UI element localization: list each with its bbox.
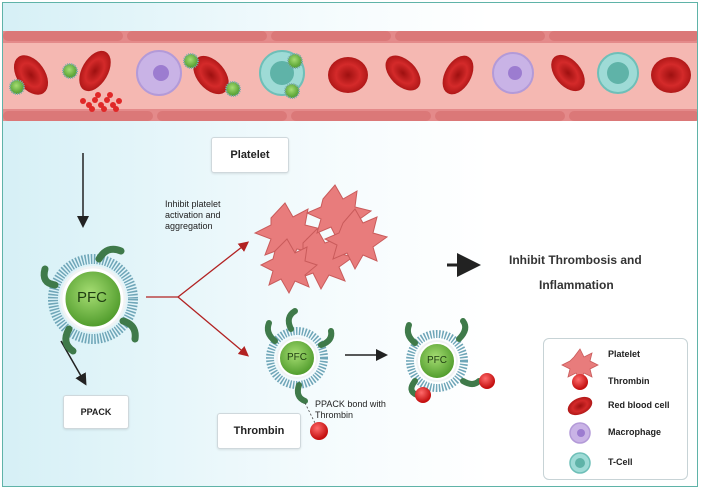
vessel-rbc: [442, 55, 474, 95]
vessel-rbc: [651, 57, 691, 93]
inhibit-thrombosis-line2: Inflammation: [539, 278, 614, 292]
red-blood-cell-icon: [567, 396, 593, 416]
vessel-macrophage: [136, 50, 534, 96]
macrophage-icon: [569, 422, 591, 444]
legend-icons: [561, 348, 599, 474]
legend-label-macrophage: Macrophage: [608, 427, 662, 437]
vessel-rbc: [328, 57, 368, 93]
pfc-nanoparticle-large: [40, 245, 139, 355]
pfc-label-right: PFC: [427, 355, 447, 366]
ppack-bond-text: PPACK bond with Thrombin: [315, 399, 386, 420]
activated-platelet-cluster: [253, 184, 389, 295]
platelet-label-box: Platelet: [211, 137, 289, 173]
t-cell-icon: [569, 452, 591, 474]
vessel-rbc: [193, 55, 229, 95]
legend: Platelet Thrombin Red blood cell Macroph…: [543, 338, 688, 480]
platelet-icon: [561, 348, 599, 382]
legend-label-thrombin: Thrombin: [608, 376, 650, 386]
legend-label-platelet: Platelet: [608, 349, 641, 359]
thrombin-molecule: [304, 402, 328, 440]
pfc-nanoparticle-with-thrombin: [404, 318, 495, 403]
vessel-red-blood-cells: [13, 50, 691, 95]
diagram-frame: PFC PFC PFC Platelet PPACK Thrombin Inhi…: [2, 2, 698, 487]
ppack-label-box: PPACK: [63, 395, 129, 429]
pfc-nanoparticle-middle: [264, 308, 335, 404]
legend-label-red-blood-cell: Red blood cell: [608, 400, 670, 410]
pfc-label-middle: PFC: [287, 352, 307, 363]
red-branch-arrows: [146, 241, 250, 357]
vessel-rbc: [385, 55, 421, 91]
vessel-clot-cluster: [80, 92, 122, 112]
inhibit-platelet-text: Inhibit platelet activation and aggregat…: [165, 199, 221, 231]
thrombin-label-box: Thrombin: [217, 413, 301, 449]
diagram-canvas: [3, 31, 697, 440]
vessel-rbc: [79, 50, 111, 92]
legend-label-t-cell: T-Cell: [608, 457, 633, 467]
vessel-rbc: [551, 54, 585, 92]
thrombin-icon: [572, 374, 588, 390]
inhibit-thrombosis-line1: Inhibit Thrombosis and: [509, 253, 642, 267]
pfc-label-large: PFC: [77, 289, 107, 306]
vessel-pfc-particles: [9, 53, 303, 99]
